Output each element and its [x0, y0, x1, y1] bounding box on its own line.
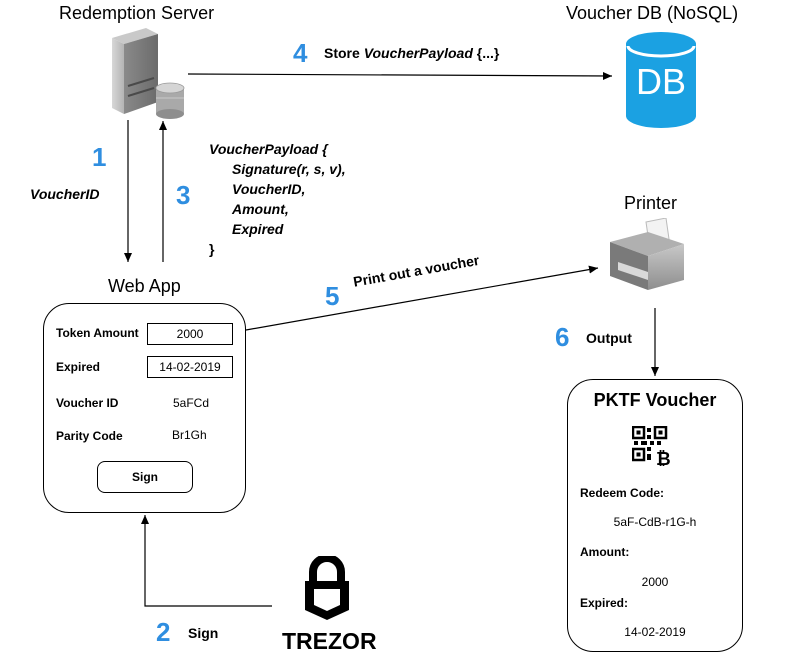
step-2-number: 2 [156, 617, 171, 647]
printer-title: Printer [624, 193, 678, 213]
arrow-webapp-to-printer [245, 265, 599, 331]
expired-label: Expired [56, 360, 101, 374]
step-4-label: Store VoucherPayload {...} [324, 45, 499, 61]
voucher-amount-label: Amount: [580, 545, 630, 559]
voucher-expired-value: 14-02-2019 [624, 625, 686, 639]
server-title: Redemption Server [59, 3, 215, 23]
token-amount-field[interactable]: 2000 [147, 323, 233, 345]
payload-line: Signature(r, s, v), [232, 161, 346, 177]
step-1-number: 1 [92, 142, 107, 172]
voucher-amount-value: 2000 [641, 575, 669, 589]
token-amount-label: Token Amount [56, 326, 139, 340]
trezor-logo-text: TREZOR [282, 628, 377, 654]
step-1-label: VoucherID [30, 186, 100, 202]
database-icon [626, 32, 696, 128]
svg-text:₿: ₿ [656, 449, 671, 466]
arrow-trezor-to-webapp [141, 515, 272, 607]
sign-button[interactable]: Sign [97, 461, 193, 493]
step-6-label: Output [586, 330, 632, 346]
voucher-title: PKTF Voucher [593, 390, 717, 410]
step-4-suffix: {...} [476, 45, 500, 61]
voucher-card [567, 379, 743, 652]
step-5-number: 5 [325, 281, 340, 311]
voucher-id-label: Voucher ID [56, 396, 119, 410]
parity-code-label: Parity Code [56, 429, 123, 443]
qr-bitcoin-icon: ₿ [632, 426, 671, 466]
payload-line: } [209, 241, 215, 257]
payload-line: VoucherPayload { [209, 141, 328, 157]
step-4-prefix: Store [324, 45, 360, 61]
payload-line: Expired [232, 221, 284, 237]
payload-line: Amount, [232, 201, 289, 217]
parity-code-value: Br1Gh [172, 428, 207, 442]
trezor-lock-icon [305, 556, 349, 620]
voucher-expired-label: Expired: [580, 596, 629, 610]
database-icon-label: DB [635, 61, 686, 102]
step-2-label: Sign [188, 625, 219, 641]
webapp-title: Web App [108, 276, 181, 296]
arrow-server-to-db [187, 71, 613, 80]
server-icon [112, 28, 185, 119]
voucher-redeem-value: 5aF-CdB-r1G-h [613, 515, 697, 529]
step-4-italic: VoucherPayload [363, 45, 473, 61]
step-3-payload: VoucherPayload { Signature(r, s, v), Vou… [209, 139, 346, 259]
db-title: Voucher DB (NoSQL) [566, 3, 739, 23]
step-4-number: 4 [293, 38, 308, 68]
payload-line: VoucherID, [232, 181, 306, 197]
step-6-number: 6 [555, 322, 570, 352]
voucher-id-value: 5aFCd [173, 396, 210, 410]
step-3-number: 3 [176, 180, 191, 210]
printer-icon [610, 218, 684, 290]
voucher-redeem-label: Redeem Code: [580, 486, 665, 500]
expired-field[interactable]: 14-02-2019 [147, 356, 233, 378]
